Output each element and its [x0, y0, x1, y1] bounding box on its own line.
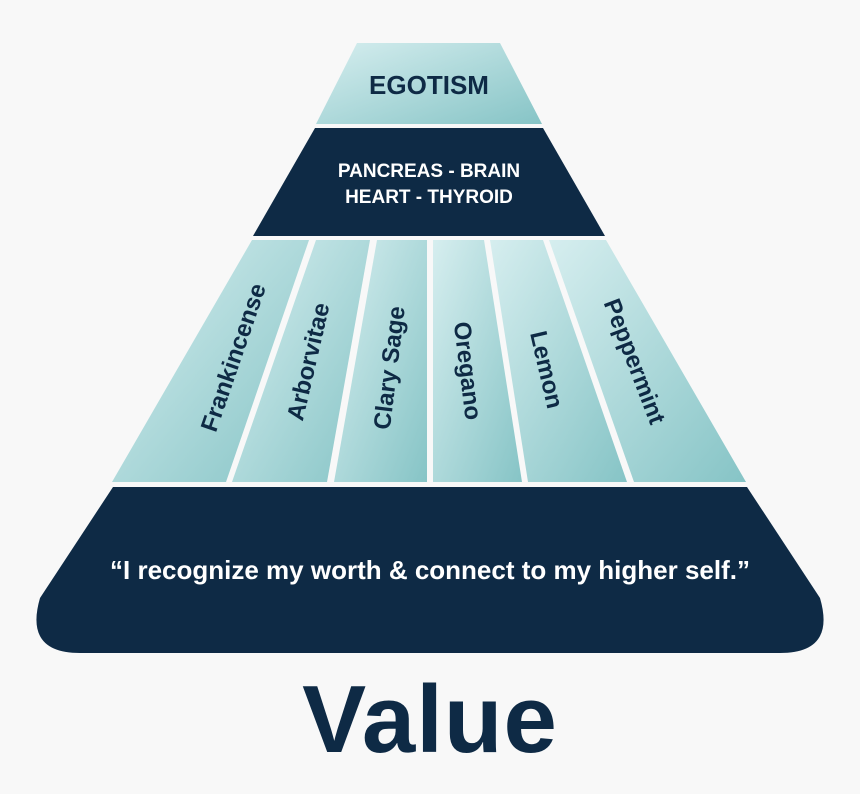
- oil-strip-arborvitae: [232, 240, 370, 482]
- organs-line-1: PANCREAS - BRAIN: [338, 161, 520, 182]
- egotism-label: EGOTISM: [369, 70, 489, 100]
- page-title: Value: [302, 666, 558, 773]
- oils-tier: Frankincense Arborvitae Clary Sage Orega…: [112, 240, 746, 482]
- oil-strip-clary-sage: [334, 240, 427, 482]
- oil-strip-frankincense: [112, 240, 309, 482]
- oil-strip-lemon: [490, 240, 627, 482]
- oil-strip-oregano: [433, 240, 522, 482]
- organs-line-2: HEART - THYROID: [345, 187, 513, 208]
- pyramid-graphic: EGOTISM PANCREAS - BRAIN HEART - THYROID…: [36, 43, 824, 653]
- pyramid-top-tier: [316, 43, 542, 124]
- pyramid-base-tier: [36, 487, 824, 653]
- oil-strip-peppermint: [549, 240, 746, 482]
- pyramid-organs-tier: [253, 128, 605, 236]
- affirmation-text: “I recognize my worth & connect to my hi…: [110, 555, 750, 585]
